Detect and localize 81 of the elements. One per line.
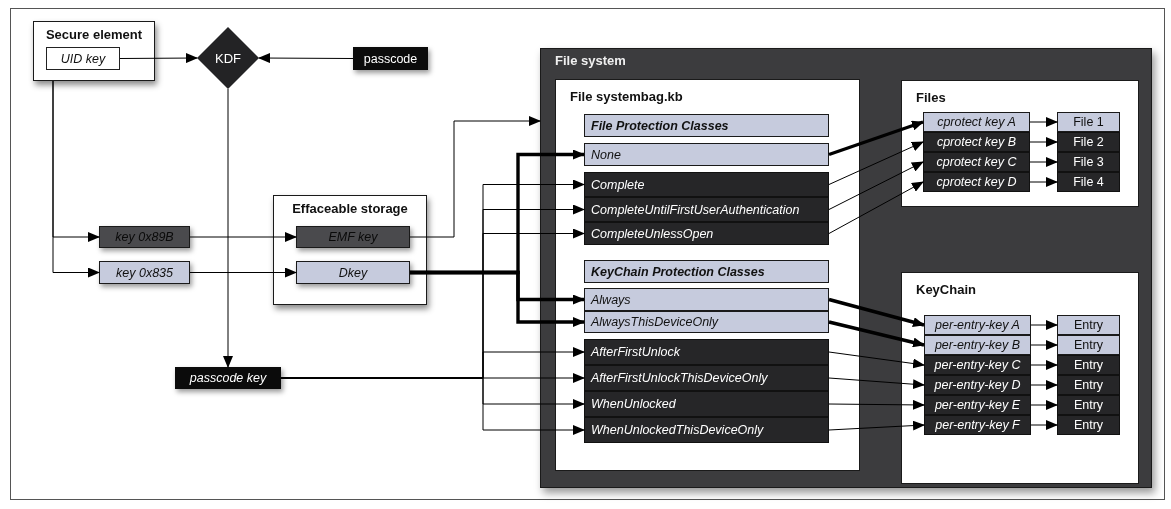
arrow [1029, 137, 1058, 147]
key-box: UID key [46, 47, 120, 70]
key-box: passcode key [175, 367, 281, 389]
class-row: AfterFirstUnlockThisDeviceOnly [584, 365, 829, 391]
arrow [828, 120, 924, 157]
arrow [828, 141, 924, 185]
key-box: cprotect key D [923, 172, 1030, 192]
arrow [1030, 320, 1058, 330]
class-row: AfterFirstUnlock [584, 339, 829, 365]
panel-title: File system [555, 53, 626, 68]
key-box: cprotect key A [923, 112, 1030, 132]
entry-box: Entry [1057, 315, 1120, 335]
class-row: CompleteUnlessOpen [584, 222, 829, 245]
file-panel [555, 79, 860, 471]
panel-title: Effaceable storage [291, 201, 409, 216]
keychain-panel [901, 272, 1139, 484]
files-panel [901, 80, 1139, 207]
arrow [1029, 177, 1058, 187]
key-box: key 0x835 [99, 261, 190, 284]
arrow [258, 53, 354, 64]
key-box: per-entry-key A [924, 315, 1031, 335]
key-box: per-entry-key D [924, 375, 1031, 395]
arrow [1030, 380, 1058, 390]
arrow [52, 80, 100, 278]
arrow [828, 399, 925, 410]
panel-title: Secure element [44, 27, 144, 42]
key-box: per-entry-key F [924, 415, 1031, 435]
arrow [828, 181, 924, 234]
entry-box: Entry [1057, 395, 1120, 415]
file-system-panel [540, 48, 1152, 488]
arrow [223, 88, 233, 368]
entry-box: Entry [1057, 375, 1120, 395]
arrow [119, 53, 198, 64]
decision-diamond [197, 27, 259, 89]
key-box: cprotect key C [923, 152, 1030, 172]
arrow [1030, 400, 1058, 410]
arrow [828, 420, 925, 431]
component-box [33, 21, 155, 81]
panel-title: KeyChain [916, 282, 976, 297]
arrow [409, 116, 541, 238]
class-row: AlwaysThisDeviceOnly [584, 311, 829, 333]
arrow [1030, 420, 1058, 430]
arrow [828, 161, 924, 210]
arrow [1029, 157, 1058, 167]
panel-title: Files [916, 90, 946, 105]
key-box: per-entry-key C [924, 355, 1031, 375]
class-row: None [584, 143, 829, 166]
key-box: key 0x89B [99, 226, 190, 248]
input-box: passcode [353, 47, 428, 70]
entry-box: Entry [1057, 415, 1120, 435]
arrow [1029, 117, 1058, 127]
key-box: per-entry-key B [924, 335, 1031, 355]
arrow [828, 297, 925, 327]
arrow [410, 270, 585, 327]
arrow [189, 232, 297, 242]
file-box: File 4 [1057, 172, 1120, 192]
file-box: File 3 [1057, 152, 1120, 172]
key-box: EMF key [296, 226, 410, 248]
class-row: WhenUnlocked [584, 391, 829, 417]
panel-title: File systembag.kb [570, 89, 683, 104]
arrow [1030, 340, 1058, 350]
entry-box: Entry [1057, 335, 1120, 355]
arrow [1030, 360, 1058, 370]
key-box: per-entry-key E [924, 395, 1031, 415]
key-box: cprotect key B [923, 132, 1030, 152]
key-box: Dkey [296, 261, 410, 284]
arrow [828, 320, 925, 348]
class-header: KeyChain Protection Classes [584, 260, 829, 283]
entry-box: Entry [1057, 355, 1120, 375]
class-row: Always [584, 288, 829, 311]
file-box: File 2 [1057, 132, 1120, 152]
class-row: Complete [584, 172, 829, 197]
node-label: KDF [215, 50, 241, 66]
storage-box [273, 195, 427, 305]
class-row: CompleteUntilFirstUserAuthentication [584, 197, 829, 222]
class-header: File Protection Classes [584, 114, 829, 137]
class-row: WhenUnlockedThisDeviceOnly [584, 417, 829, 443]
arrow [828, 351, 925, 369]
arrow [828, 377, 925, 390]
arrow [189, 267, 297, 278]
file-box: File 1 [1057, 112, 1120, 132]
